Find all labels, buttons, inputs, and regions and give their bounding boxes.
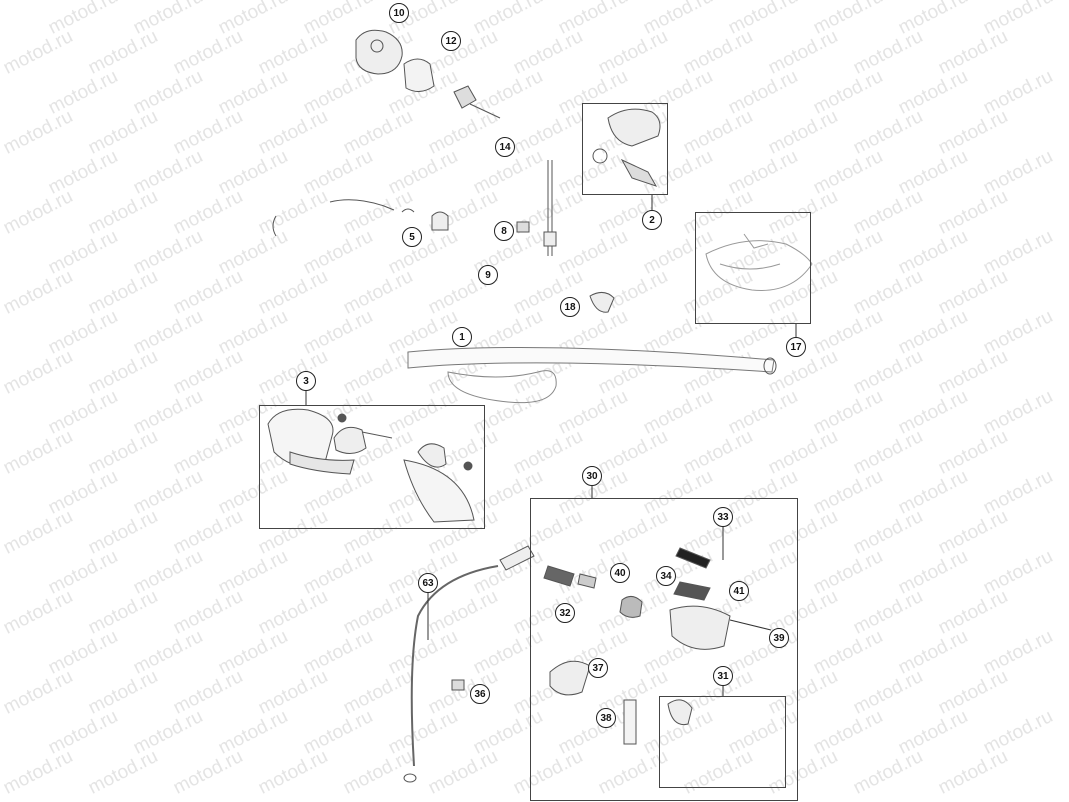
cable-drawing <box>403 545 535 783</box>
part-31-frame <box>659 696 786 788</box>
callout-9[interactable]: 9 <box>478 265 498 285</box>
callout-34[interactable]: 34 <box>656 566 676 586</box>
callout-63[interactable]: 63 <box>418 573 438 593</box>
callout-41[interactable]: 41 <box>729 581 749 601</box>
small-parts-drawing <box>272 160 615 313</box>
callout-8[interactable]: 8 <box>494 221 514 241</box>
callout-30[interactable]: 30 <box>582 466 602 486</box>
callout-33[interactable]: 33 <box>713 507 733 527</box>
callout-18[interactable]: 18 <box>560 297 580 317</box>
callout-12[interactable]: 12 <box>441 31 461 51</box>
callout-14[interactable]: 14 <box>495 137 515 157</box>
part-17-frame <box>695 212 811 324</box>
callout-17[interactable]: 17 <box>786 337 806 357</box>
callout-3[interactable]: 3 <box>296 371 316 391</box>
handguard-drawing <box>267 408 475 523</box>
callout-40[interactable]: 40 <box>610 563 630 583</box>
callout-38[interactable]: 38 <box>596 708 616 728</box>
callout-5[interactable]: 5 <box>402 227 422 247</box>
part-30-frame <box>530 498 798 801</box>
callout-2[interactable]: 2 <box>642 210 662 230</box>
part-3-frame <box>259 405 485 529</box>
part-2-drawing <box>592 108 661 187</box>
callout-36[interactable]: 36 <box>470 684 490 704</box>
part-17-drawing <box>705 233 813 291</box>
callout-10[interactable]: 10 <box>389 3 409 23</box>
callout-32[interactable]: 32 <box>555 603 575 623</box>
handlebar-drawing <box>407 347 777 404</box>
callout-31[interactable]: 31 <box>713 666 733 686</box>
part-2-frame <box>582 103 668 195</box>
callout-39[interactable]: 39 <box>769 628 789 648</box>
throttle-assembly-drawing <box>355 29 501 119</box>
clutch-assembly-drawing <box>543 547 731 745</box>
callout-37[interactable]: 37 <box>588 658 608 678</box>
callout-1[interactable]: 1 <box>452 327 472 347</box>
